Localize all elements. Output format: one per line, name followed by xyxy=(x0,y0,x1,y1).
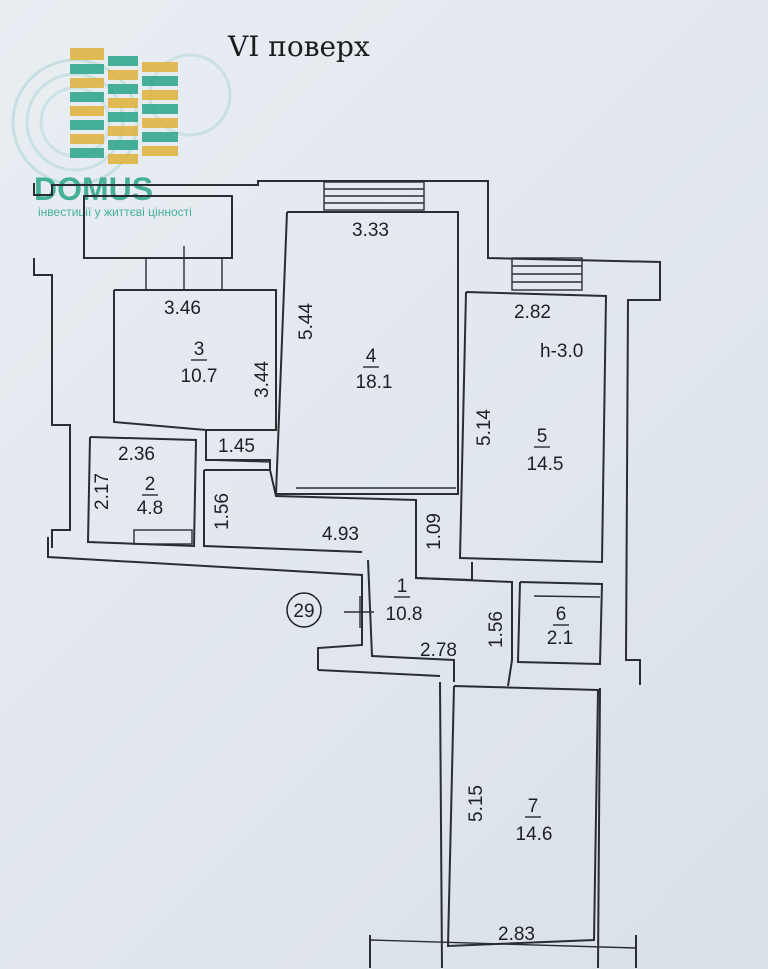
apartment-marker: 29 xyxy=(286,592,322,628)
room-3-area: 10.7 xyxy=(181,366,218,387)
dim-room4-width: 3.33 xyxy=(352,220,389,241)
dim-room7-width: 2.83 xyxy=(498,924,535,945)
floor-title: VI поверх xyxy=(227,30,370,63)
hall-lower-wall xyxy=(367,559,455,682)
room-4-walls xyxy=(274,211,459,495)
dim-room5-height: 5.14 xyxy=(474,409,495,446)
room-2-area: 4.8 xyxy=(137,498,163,519)
room-5-window xyxy=(511,257,583,291)
room-7-bottom-line xyxy=(369,939,637,949)
logo-wordmark: DOMUS xyxy=(34,171,153,207)
dim-room2-width: 2.36 xyxy=(118,444,155,465)
balcony-top-left xyxy=(33,180,661,272)
dim-room3-passage: 1.45 xyxy=(218,436,255,457)
dim-room3-width: 3.46 xyxy=(164,298,201,319)
dimension-labels: 2.36 2.17 3.46 3.44 1.45 3.33 5.44 2.82 … xyxy=(92,220,551,945)
dim-hall-width: 4.93 xyxy=(322,524,359,545)
room-6-area: 2.1 xyxy=(547,628,573,649)
room-7-number: 7 xyxy=(528,796,539,817)
logo-building-mid xyxy=(108,56,138,164)
room-7-walls xyxy=(446,685,600,948)
room-2-fixture xyxy=(133,529,193,545)
logo-building-left xyxy=(70,48,104,158)
dim-corridor-width: 2.78 xyxy=(420,640,457,661)
room-4-area: 18.1 xyxy=(356,372,393,393)
room-3-opening xyxy=(207,459,271,463)
logo-tagline: інвестиції у життєві цінності xyxy=(38,205,192,219)
dim-room5-width: 2.82 xyxy=(514,302,551,323)
room-1-area: 10.8 xyxy=(386,604,423,625)
ceiling-height: h-3.0 xyxy=(540,341,583,362)
room-2-number: 2 xyxy=(145,474,156,495)
hall-divider-left xyxy=(203,545,363,553)
room-3-number: 3 xyxy=(194,339,205,360)
domus-logo: DOMUS інвестиції у життєві цінності xyxy=(11,48,232,219)
room-7-bottom xyxy=(369,681,637,969)
room-4-window xyxy=(323,181,425,211)
dim-room3-height: 3.44 xyxy=(252,361,273,398)
room-3-window xyxy=(145,246,223,290)
room-6-inner-line xyxy=(533,595,601,598)
room-7-area: 14.6 xyxy=(516,824,553,845)
room-labels: 1 10.8 2 4.8 3 10.7 4 18.1 5 14.5 6 2.1 … xyxy=(137,339,584,845)
apartment-marker-circle xyxy=(286,592,322,628)
dim-corridor-depth: 1.56 xyxy=(486,611,507,648)
room-5-number: 5 xyxy=(537,426,548,447)
room-2-walls xyxy=(86,436,198,548)
dim-hall-depth-left: 1.56 xyxy=(212,493,233,530)
room-6-number: 6 xyxy=(556,604,567,625)
room-5-walls xyxy=(458,291,608,564)
room-3-walls xyxy=(113,289,277,470)
outer-left-wall xyxy=(33,258,71,548)
walls xyxy=(33,180,661,969)
room-1-number: 1 xyxy=(397,576,408,597)
dim-room2-height: 2.17 xyxy=(92,473,113,510)
dim-room7-height: 5.15 xyxy=(466,785,487,822)
apartment-number: 29 xyxy=(293,601,314,622)
dim-room4-height: 5.44 xyxy=(296,303,317,340)
logo-building-right xyxy=(142,62,178,156)
entrance-lower-left xyxy=(317,669,441,677)
outer-left-wall-2 xyxy=(47,537,363,670)
room-5-area: 14.5 xyxy=(527,454,564,475)
corridor-right-wall xyxy=(415,577,513,687)
room-6-walls xyxy=(516,581,604,666)
dim-hall-depth-right: 1.09 xyxy=(424,513,445,550)
outer-right-wall xyxy=(624,272,661,685)
room-4-number: 4 xyxy=(366,346,377,367)
